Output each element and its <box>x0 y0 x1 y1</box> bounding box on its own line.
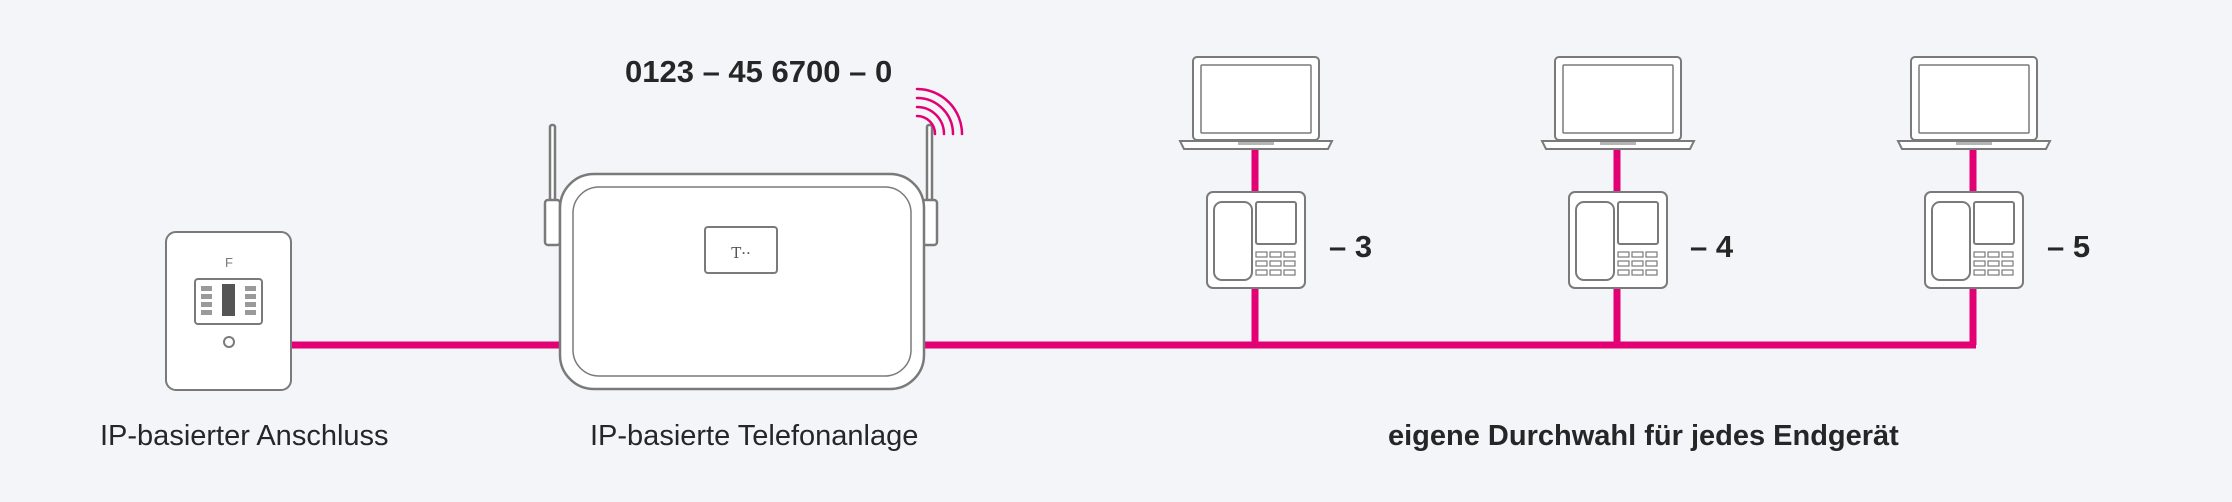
endpoint-3 <box>1896 56 2052 289</box>
wall-socket-center-jack <box>222 284 235 316</box>
wall-socket-screw-icon <box>223 336 235 348</box>
endpoint-1 <box>1178 56 1334 289</box>
pbx-caption: IP-basierte Telefonanlage <box>590 420 919 452</box>
wall-socket: F <box>165 231 292 391</box>
laptop-icon <box>1540 56 1696 150</box>
antenna-right-icon <box>925 123 934 207</box>
wifi-signal-icon <box>915 87 964 136</box>
extension-label-2: – 4 <box>1690 229 1734 264</box>
desk-phone-icon <box>1568 191 1668 289</box>
endpoint-2 <box>1540 56 1696 289</box>
laptop-icon <box>1896 56 2052 150</box>
antenna-left-icon <box>548 123 557 207</box>
pbx-logo-panel <box>704 226 778 274</box>
main-phone-number: 0123 – 45 6700 – 0 <box>625 54 893 89</box>
desk-phone-icon <box>1206 191 1306 289</box>
antenna-left-mount <box>543 198 562 247</box>
wall-socket-pins <box>201 284 256 316</box>
pbx-logo: T·· <box>731 244 751 262</box>
wall-socket-caption: IP-basierter Anschluss <box>100 420 389 452</box>
cabling <box>290 150 1977 349</box>
pbx-body-inner <box>572 186 912 377</box>
wall-socket-port-letter: F <box>225 255 233 270</box>
endpoints-caption: eigene Durchwahl für jedes Endgerät <box>1388 420 1899 452</box>
pbx-router: T·· <box>543 123 939 391</box>
desk-phone-icon <box>1924 191 2024 289</box>
laptop-icon <box>1178 56 1334 150</box>
extension-label-1: – 3 <box>1329 229 1373 264</box>
extension-label-3: – 5 <box>2047 229 2091 264</box>
